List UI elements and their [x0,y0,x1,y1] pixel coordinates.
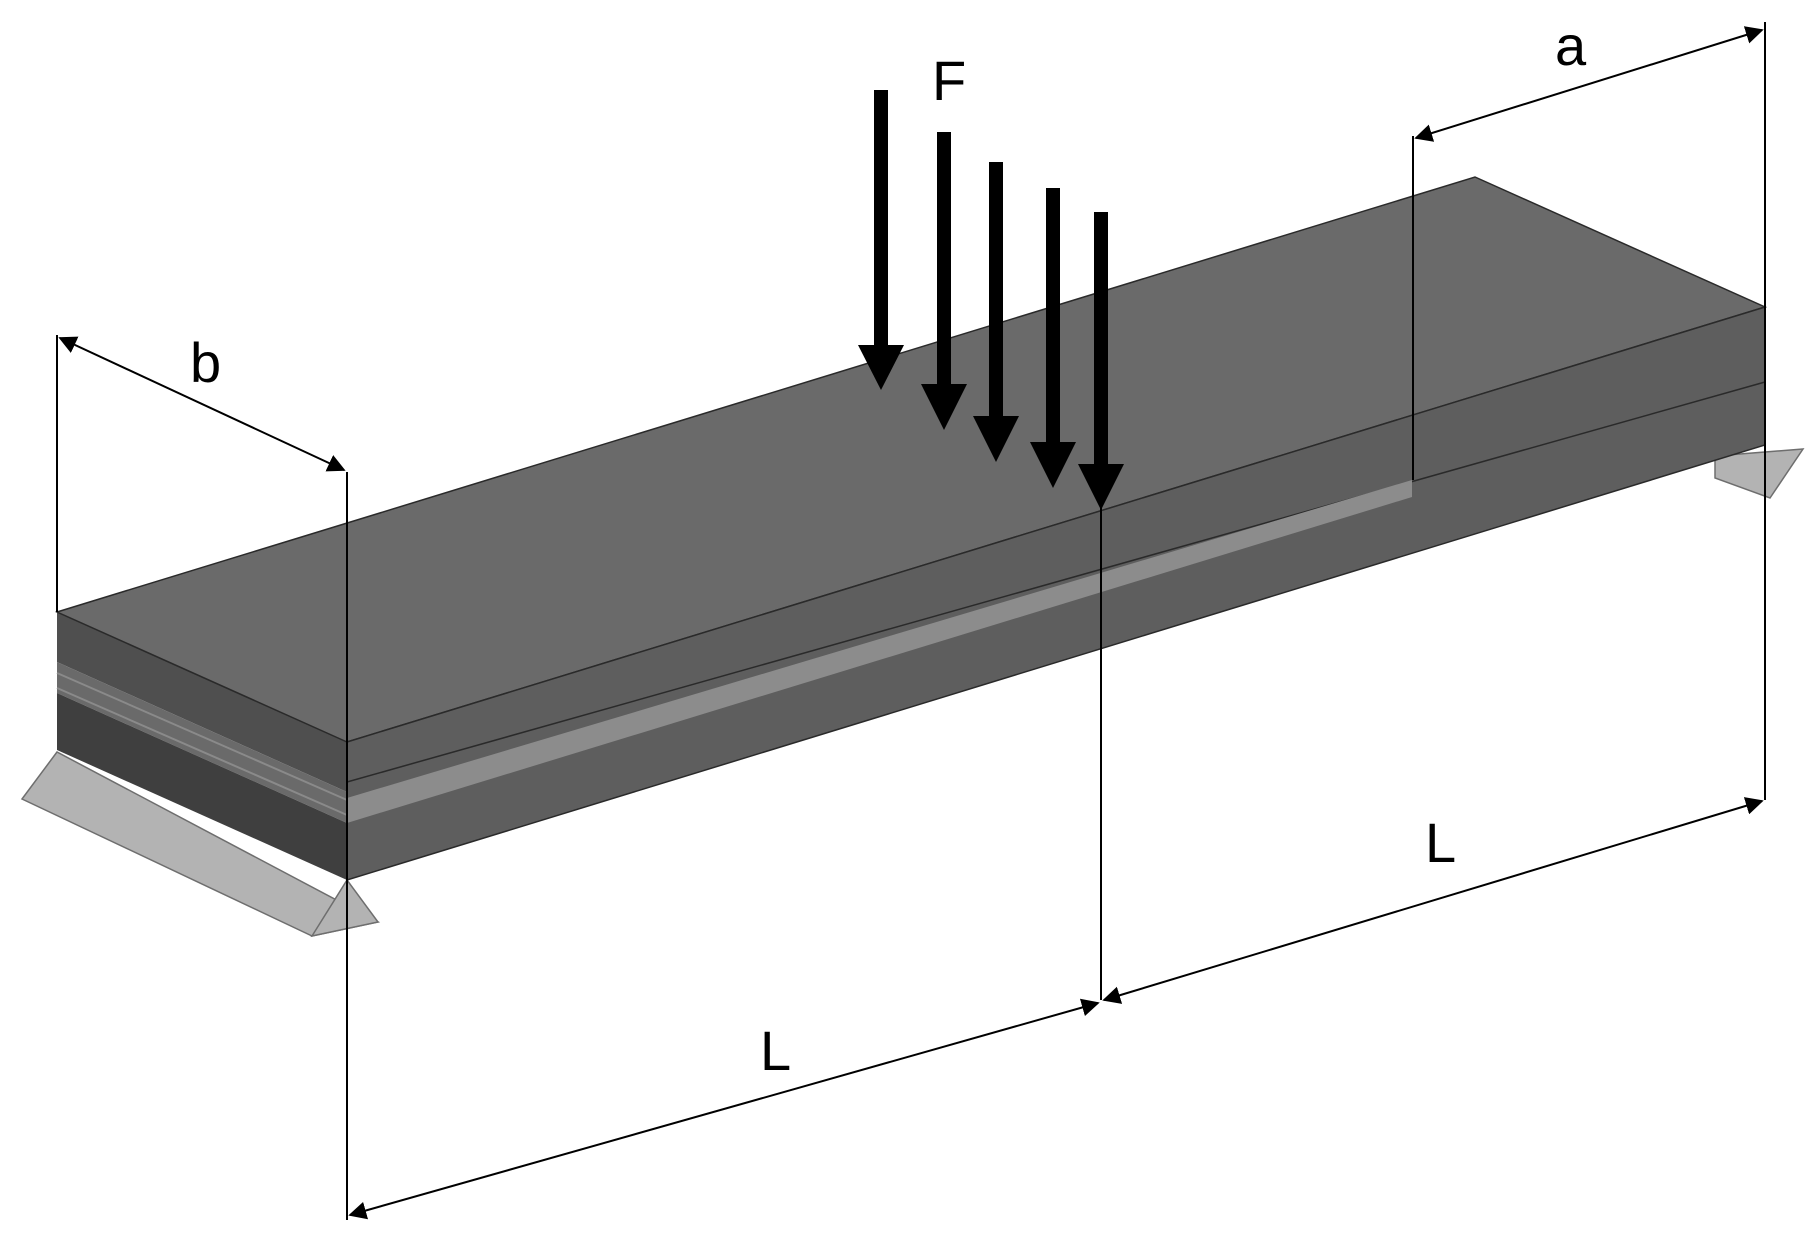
force-arrow-1 [858,90,904,390]
label-a: a [1555,14,1587,77]
force-arrow-4 [1030,188,1076,488]
label-F: F [932,49,966,112]
beam-end-top-layer [57,612,347,792]
ply-interface-line [346,381,1766,783]
beam-end-line-2 [56,687,348,816]
force-arrow-3 [973,162,1019,462]
dim-L-right-line [1102,797,1764,1004]
dim-b-line [58,336,346,472]
label-L-right: L [1425,811,1456,874]
left-support-apex [310,878,380,938]
force-arrows [858,90,1124,510]
right-support [1714,448,1805,499]
dim-a-line [1414,26,1764,142]
beam-end-bottom-layer [57,693,347,880]
force-arrow-5 [1078,212,1124,510]
dim-L-left-line [348,998,1100,1220]
force-arrow-2 [921,132,967,430]
label-L-left: L [760,1019,791,1082]
crack-strip [347,480,1412,823]
beam-end-line-1 [56,672,348,801]
label-b: b [190,331,221,394]
